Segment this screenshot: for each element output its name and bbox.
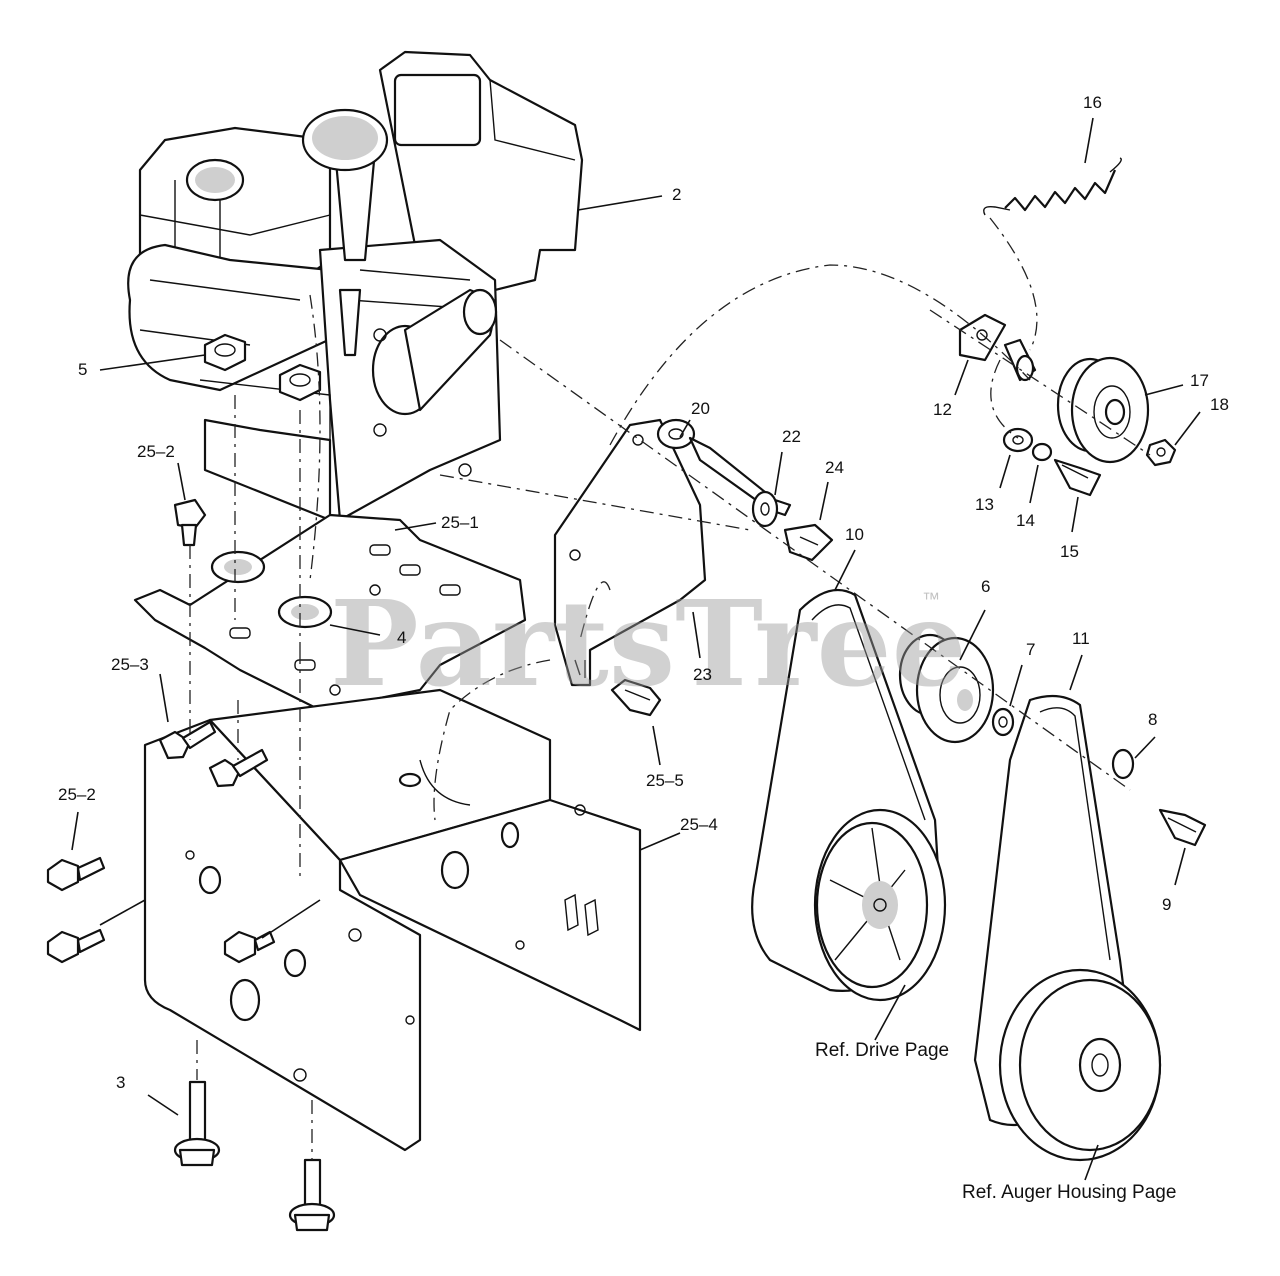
callout-18: 18 [1210,395,1229,414]
callout-25-1: 25–1 [441,513,479,532]
washer-22 [751,490,779,528]
callout-25-2-top: 25–2 [137,442,175,461]
spacer-7 [991,707,1015,737]
bolt-25-2-top [173,498,207,547]
leader-lines [71,117,1201,1181]
frame-assembly [143,688,642,1152]
callout-17: 17 [1190,371,1209,390]
bolt-24 [783,523,834,562]
idler-pulley-17 [1056,356,1150,464]
callout-4: 4 [397,628,406,647]
callout-7: 7 [1026,640,1035,659]
drive-wheel [813,808,947,1002]
callout-25-3: 25–3 [111,655,149,674]
bolt-3a [173,1080,221,1167]
spring-16 [983,157,1122,216]
washer-8 [1111,748,1135,780]
bolt-9 [1158,808,1207,847]
flange-nut-5a [203,333,247,372]
callout-16: 16 [1083,93,1102,112]
callout-20: 20 [691,399,710,418]
watermark: PartsTree ™ [330,574,967,713]
engine-assembly [127,50,584,522]
watermark-trademark: ™ [922,589,940,609]
nut-18 [1145,438,1177,467]
bracket-12 [958,313,1007,362]
bolt-25-3b [208,748,269,788]
bolt-25-3 [158,720,217,760]
bolt-25-2-left-b [46,928,106,964]
callout-12: 12 [933,400,952,419]
bolt-25-5 [610,678,662,717]
callout-23: 23 [693,665,712,684]
callout-6: 6 [981,577,990,596]
callout-2: 2 [672,185,681,204]
callout-24: 24 [825,458,844,477]
ref-auger-housing-page: Ref. Auger Housing Page [962,1182,1176,1203]
callout-14: 14 [1016,511,1035,530]
callout-13: 13 [975,495,994,514]
callout-25-2-left: 25–2 [58,785,96,804]
spacer-12-shaft [1003,338,1037,382]
bolt-3b [288,1158,336,1232]
auger-pulley [998,968,1162,1162]
flange-nut-5b [278,363,322,402]
callout-10: 10 [845,525,864,544]
callout-25-4: 25–4 [680,815,718,834]
watermark-text: PartsTree [330,574,967,713]
bolt-25-2-left-a [46,856,106,892]
engine-pulley-6 [898,633,995,744]
ref-drive-page: Ref. Drive Page [815,1040,949,1061]
callout-15: 15 [1060,542,1079,561]
callout-22: 22 [782,427,801,446]
callout-5: 5 [78,360,87,379]
callout-3: 3 [116,1073,125,1092]
washer-13 [1002,427,1034,453]
bolt-25-2-left-c [223,930,276,964]
callout-9: 9 [1162,895,1171,914]
callout-25-5: 25–5 [646,771,684,790]
lock-washer-4b [277,595,333,629]
callout-8: 8 [1148,710,1157,729]
callout-11: 11 [1072,629,1090,648]
washer-14 [1031,442,1053,462]
assembly-lines [189,217,1151,1160]
lock-washer-4a [210,550,266,584]
idler-bracket [553,418,707,687]
callout-labels: 2 3 4 5 6 7 8 9 10 11 12 13 14 15 16 17 … [58,93,1229,1203]
bolt-15 [1053,458,1102,497]
